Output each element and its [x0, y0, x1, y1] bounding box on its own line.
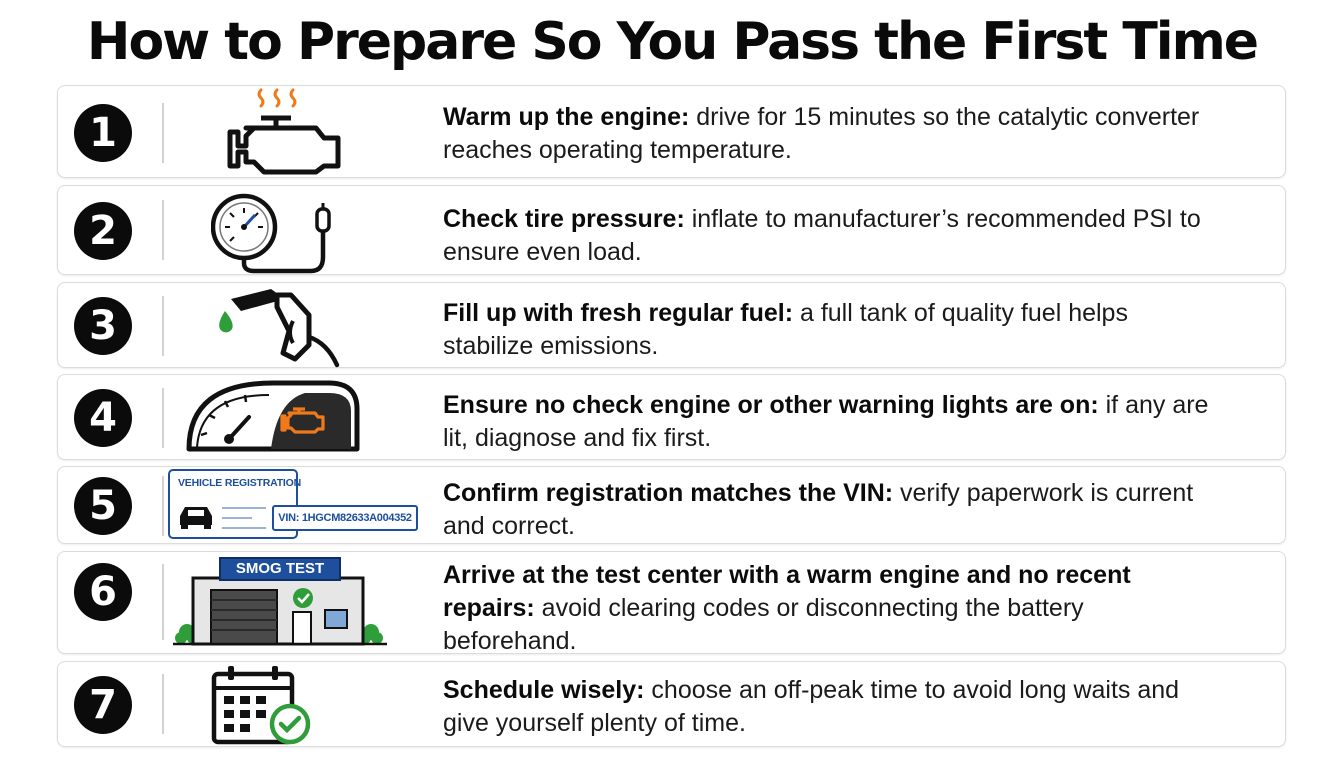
step-number-badge: 7	[74, 676, 132, 734]
step-card-7: 7 Schedule wisely: choose an off-peak ti…	[57, 661, 1286, 747]
card-divider	[162, 388, 164, 448]
car-icon	[180, 507, 212, 529]
engine-icon	[227, 88, 341, 175]
building-icon	[173, 576, 387, 646]
step-heading: Schedule wisely:	[443, 676, 645, 704]
fuel-nozzle-icon	[219, 289, 340, 368]
step-number-badge: 3	[74, 297, 132, 355]
step-body: inflate to manufacturer’s recommended PS…	[443, 205, 1201, 266]
calendar-check-icon	[211, 666, 311, 745]
card-divider	[162, 296, 164, 356]
step-card-3: 3 Fill up with fresh regular fuel: a ful…	[57, 282, 1286, 368]
step-text: Ensure no check engine or other warning …	[443, 389, 1223, 455]
step-number-badge: 6	[74, 563, 132, 621]
step-heading: Warm up the engine:	[443, 103, 690, 131]
step-heading: Arrive at the test center with a warm en…	[443, 561, 1131, 622]
step-number-badge: 5	[74, 477, 132, 535]
step-card-5: 5 VEHICLE REGISTRATION VIN: 1HGCM82633A0…	[57, 466, 1286, 544]
dashboard-warning-icon	[186, 380, 360, 452]
step-heading: Ensure no check engine or other warning …	[443, 391, 1099, 419]
step-body: drive for 15 minutes so the catalytic co…	[443, 103, 1200, 164]
step-card-1: 1 Warm up the engine: drive for 15 minut…	[57, 85, 1286, 178]
card-divider	[162, 476, 164, 536]
smog-test-sign: SMOG TEST	[219, 557, 341, 581]
step-number-badge: 4	[74, 389, 132, 447]
step-text: Fill up with fresh regular fuel: a full …	[443, 297, 1223, 363]
card-divider	[162, 564, 164, 640]
card-divider	[162, 200, 164, 260]
step-text: Warm up the engine: drive for 15 minutes…	[443, 101, 1223, 167]
step-heading: Fill up with fresh regular fuel:	[443, 299, 794, 327]
step-body: verify paperwork is current and correct.	[443, 479, 1194, 540]
registration-header: VEHICLE REGISTRATION	[178, 477, 301, 489]
step-text: Arrive at the test center with a warm en…	[443, 559, 1223, 658]
card-divider	[162, 103, 164, 163]
step-heading: Confirm registration matches the VIN:	[443, 479, 894, 507]
vin-tag: VIN: 1HGCM82633A004352	[272, 505, 418, 531]
step-body: choose an off-peak time to avoid long wa…	[443, 676, 1180, 737]
step-text: Check tire pressure: inflate to manufact…	[443, 203, 1223, 269]
step-body: a full tank of quality fuel helps stabil…	[443, 299, 1128, 360]
step-card-2: 2 Check tire pressure: inflate to manufa…	[57, 185, 1286, 275]
smog-test-center-icon: SMOG TEST	[173, 554, 387, 648]
doc-line	[222, 507, 266, 509]
step-card-6: 6 SMOG TEST Arrive at the test center wi…	[57, 551, 1286, 655]
step-heading: Check tire pressure:	[443, 205, 685, 233]
step-body: if any are lit, diagnose and fix first.	[443, 391, 1209, 452]
step-body: avoid clearing codes or disconnecting th…	[443, 594, 1084, 655]
doc-line	[222, 527, 266, 529]
tire-gauge-icon	[211, 193, 331, 274]
step-number-badge: 2	[74, 202, 132, 260]
step-card-4: 4 Ensure no check engine or other warnin…	[57, 374, 1286, 460]
page-title: How to Prepare So You Pass the First Tim…	[86, 12, 1259, 72]
doc-line	[222, 517, 252, 519]
step-text: Schedule wisely: choose an off-peak time…	[443, 674, 1223, 740]
card-divider	[162, 674, 164, 734]
step-text: Confirm registration matches the VIN: ve…	[443, 477, 1223, 543]
registration-card-icon: VEHICLE REGISTRATION VIN: 1HGCM82633A004…	[168, 469, 420, 541]
step-number-badge: 1	[74, 104, 132, 162]
